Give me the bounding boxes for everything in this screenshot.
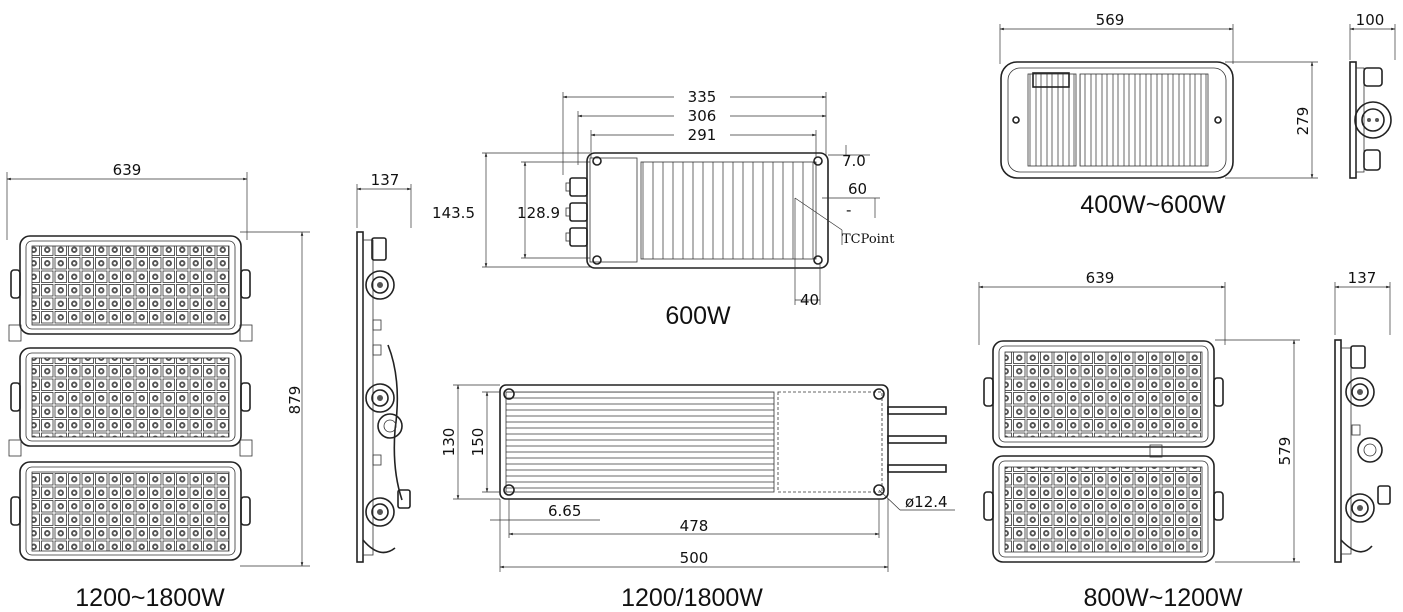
top-right-fixture-front-view: 569 279 [999,11,1318,179]
left-side-depth-dim: 137 [371,171,400,189]
br-height-dim: 579 [1276,437,1294,466]
left-fixture-caption: 1200~1800W [75,584,225,612]
br-side-depth-dim: 137 [1348,269,1377,287]
bottom-right-fixture-caption: 800W~1200W [1083,584,1243,612]
d600-40-dim: 40 [800,291,819,309]
d600-h1-dim: 143.5 [432,204,475,222]
left-fixture-side-view: 137 [356,171,412,563]
d600-tc-point-label: TCPoint [842,232,895,247]
d1200-130-dim: 130 [440,428,458,457]
d600-minus: - [846,201,851,219]
tr-height-dim: 279 [1294,107,1312,136]
d600-335-dim: 335 [688,88,717,106]
d1200-665-dim: 6.65 [548,502,581,520]
d600-306-dim: 306 [688,107,717,125]
br-width-dim: 639 [1086,269,1115,287]
top-right-fixture-side-view: 100 [1349,11,1396,179]
d1200-478-dim: 478 [680,517,709,535]
top-right-fixture-caption: 400W~600W [1080,191,1226,219]
d600-h2-dim: 128.9 [517,204,560,222]
d600-291-dim: 291 [688,126,717,144]
driver-1200w-drawing: 130 150 6.65 478 500 ø12.4 [440,384,955,572]
d600-60-dim: 60 [848,180,867,198]
bottom-right-fixture-side-view: 137 [1334,269,1391,563]
tr-width-dim: 569 [1096,11,1125,29]
d1200-500-dim: 500 [680,549,709,567]
driver-600w-drawing: 335 306 291 143.5 128.9 [432,86,895,309]
d1200-150-dim: 150 [469,428,487,457]
left-height-dim: 879 [286,386,304,415]
bottom-right-fixture-front-view: 639 579 [978,269,1300,563]
left-width-dim: 639 [113,161,142,179]
d600-7-dim: 7.0 [842,152,866,170]
tr-side-depth-dim: 100 [1356,11,1385,29]
left-fixture-front-view: 639 879 [6,161,310,567]
driver-600w-caption: 600W [665,302,731,330]
driver-1200w-caption: 1200/1800W [621,584,763,612]
d1200-hole-dim: ø12.4 [905,493,948,511]
